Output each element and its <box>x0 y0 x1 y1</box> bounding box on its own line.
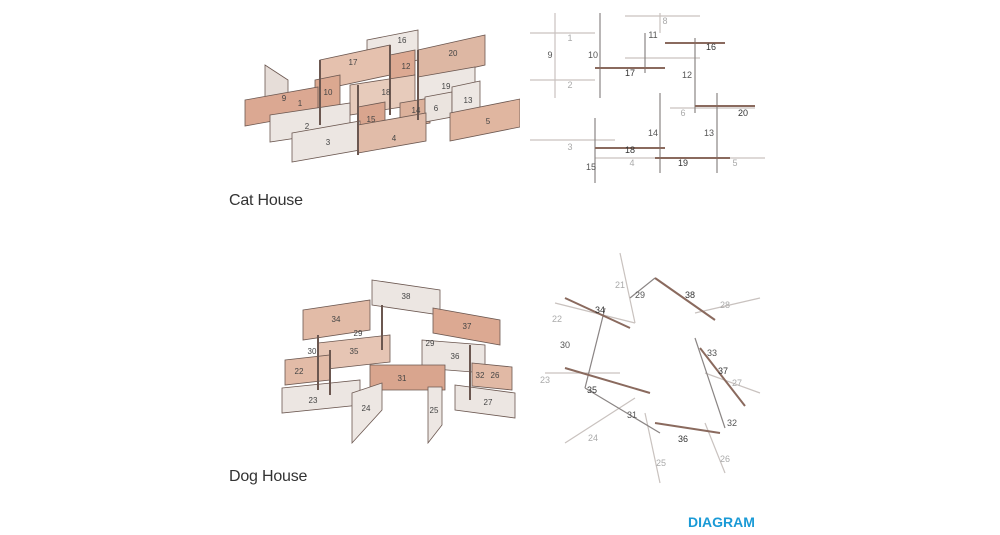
svg-text:9: 9 <box>282 94 287 103</box>
svg-text:19: 19 <box>442 82 451 91</box>
svg-text:22: 22 <box>295 367 304 376</box>
svg-text:15: 15 <box>367 115 376 124</box>
svg-text:32: 32 <box>476 371 485 380</box>
svg-text:30: 30 <box>308 347 317 356</box>
svg-text:17: 17 <box>349 58 358 67</box>
svg-text:18: 18 <box>625 145 635 155</box>
svg-text:23: 23 <box>540 375 550 385</box>
dog-panel-25 <box>427 386 443 445</box>
svg-text:34: 34 <box>332 315 341 324</box>
svg-text:6: 6 <box>680 108 685 118</box>
cat-panel-6 <box>424 91 453 123</box>
svg-text:35: 35 <box>350 347 359 356</box>
svg-text:1: 1 <box>567 33 572 43</box>
svg-text:38: 38 <box>402 292 411 301</box>
svg-text:31: 31 <box>627 410 637 420</box>
svg-text:8: 8 <box>662 16 667 26</box>
svg-text:13: 13 <box>464 96 473 105</box>
svg-text:29: 29 <box>426 339 435 348</box>
svg-text:36: 36 <box>451 352 460 361</box>
svg-text:32: 32 <box>727 418 737 428</box>
svg-text:34: 34 <box>595 305 605 315</box>
svg-text:37: 37 <box>463 322 472 331</box>
dog-panel-23 <box>281 379 361 414</box>
dog-panel-31 <box>369 364 446 391</box>
svg-text:36: 36 <box>678 434 688 444</box>
svg-text:5: 5 <box>732 158 737 168</box>
svg-text:24: 24 <box>588 433 598 443</box>
cat-house-axonometric: 16 20 17 12 19 18 10 9 1 14 6 13 15 2 3 … <box>244 29 520 163</box>
dog-plan-labels: 21 22 23 24 25 26 27 28 29 30 31 32 33 3… <box>540 280 742 468</box>
svg-text:35: 35 <box>587 385 597 395</box>
svg-text:13: 13 <box>704 128 714 138</box>
svg-text:15: 15 <box>586 162 596 172</box>
svg-text:14: 14 <box>412 106 421 115</box>
cat-plan-labels: 1 2 3 4 5 6 8 9 10 11 12 13 14 15 16 17 … <box>547 16 748 172</box>
svg-text:29: 29 <box>354 329 363 338</box>
svg-text:27: 27 <box>732 378 742 388</box>
dog-panel-27 <box>471 362 513 391</box>
svg-text:5: 5 <box>486 117 491 126</box>
svg-text:12: 12 <box>402 62 411 71</box>
svg-text:17: 17 <box>625 68 635 78</box>
svg-text:1: 1 <box>298 99 303 108</box>
svg-text:26: 26 <box>491 371 500 380</box>
svg-text:24: 24 <box>362 404 371 413</box>
svg-text:28: 28 <box>720 300 730 310</box>
svg-text:21: 21 <box>615 280 625 290</box>
svg-text:4: 4 <box>629 158 634 168</box>
svg-text:29: 29 <box>635 290 645 300</box>
dog-house-axonometric: 38 34 37 29 29 35 30 36 22 32 26 31 23 2… <box>281 279 516 445</box>
svg-text:20: 20 <box>738 108 748 118</box>
svg-text:2: 2 <box>305 122 310 131</box>
dog-axo-labels: 38 34 37 29 29 35 30 36 22 32 26 31 23 2… <box>295 292 500 415</box>
svg-text:37: 37 <box>718 366 728 376</box>
svg-text:25: 25 <box>430 406 439 415</box>
svg-text:2: 2 <box>567 80 572 90</box>
svg-text:4: 4 <box>392 134 397 143</box>
svg-text:10: 10 <box>324 88 333 97</box>
dog-panel-22 <box>284 354 331 386</box>
dog-house-caption: Dog House <box>229 468 308 485</box>
cat-house-caption: Cat House <box>229 192 303 209</box>
cat-panel-5 <box>449 98 520 142</box>
svg-text:23: 23 <box>309 396 318 405</box>
svg-text:27: 27 <box>484 398 493 407</box>
svg-text:18: 18 <box>382 88 391 97</box>
svg-text:33: 33 <box>707 348 717 358</box>
dog-panel-37 <box>432 307 501 346</box>
svg-text:10: 10 <box>588 50 598 60</box>
svg-text:6: 6 <box>434 104 439 113</box>
svg-text:26: 26 <box>720 454 730 464</box>
svg-text:11: 11 <box>648 30 657 40</box>
svg-text:20: 20 <box>449 49 458 58</box>
dog-house-plan-diagram: 21 22 23 24 25 26 27 28 29 30 31 32 33 3… <box>540 252 761 484</box>
svg-text:25: 25 <box>656 458 666 468</box>
dog-panel-34 <box>302 299 371 341</box>
svg-text:12: 12 <box>682 70 692 80</box>
svg-text:3: 3 <box>326 138 331 147</box>
dog-panel-24 <box>351 382 383 445</box>
svg-text:22: 22 <box>552 314 562 324</box>
svg-text:16: 16 <box>706 42 716 52</box>
cat-axo-labels: 16 20 17 12 19 18 10 9 1 14 6 13 15 2 3 … <box>282 36 491 147</box>
svg-text:3: 3 <box>567 142 572 152</box>
svg-text:16: 16 <box>398 36 407 45</box>
cat-house-plan-diagram: 1 2 3 4 5 6 8 9 10 11 12 13 14 15 16 17 … <box>530 13 765 183</box>
svg-text:30: 30 <box>560 340 570 350</box>
svg-text:38: 38 <box>685 290 695 300</box>
svg-text:14: 14 <box>648 128 658 138</box>
svg-text:9: 9 <box>547 50 552 60</box>
diagram-tag: DIAGRAM <box>688 514 755 530</box>
svg-text:31: 31 <box>398 374 407 383</box>
svg-text:19: 19 <box>678 158 688 168</box>
